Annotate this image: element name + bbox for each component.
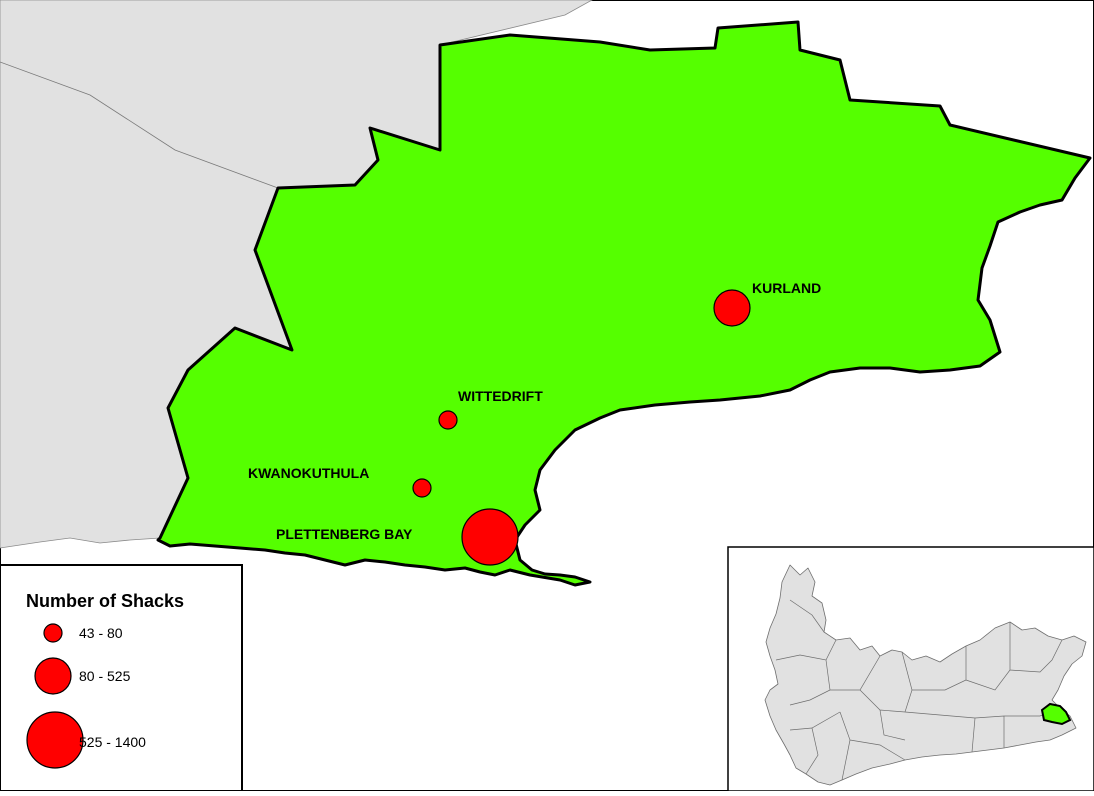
legend-label-large: 525 - 1400 xyxy=(79,734,146,750)
place-label-plettenberg-bay: PLETTENBERG BAY xyxy=(276,526,413,542)
legend-symbol-large xyxy=(26,711,84,769)
place-kurland[interactable]: KURLAND xyxy=(713,280,821,327)
bitou-municipality-region[interactable] xyxy=(156,20,1092,587)
inset-locator-map xyxy=(727,546,1094,792)
legend: Number of Shacks 43 - 80 80 - 525 525 - … xyxy=(0,564,243,792)
place-label-kwanokuthula: KWANOKUTHULA xyxy=(248,465,369,481)
place-marker-kurland[interactable] xyxy=(713,289,751,327)
legend-symbol-small xyxy=(43,623,63,643)
place-marker-kwanokuthula[interactable] xyxy=(412,478,432,498)
legend-label-medium: 80 - 525 xyxy=(79,668,131,684)
inset-bitou-highlight xyxy=(1040,702,1072,726)
inset-district-lines xyxy=(775,599,1063,781)
place-wittedrift[interactable]: WITTEDRIFT xyxy=(438,388,543,430)
district-boundary-line xyxy=(0,61,279,189)
inset-province-outline xyxy=(764,564,1087,786)
place-label-kurland: KURLAND xyxy=(752,280,821,296)
place-marker-wittedrift[interactable] xyxy=(438,410,458,430)
legend-title: Number of Shacks xyxy=(26,591,184,611)
place-kwanokuthula[interactable]: KWANOKUTHULA xyxy=(248,465,432,498)
legend-label-small: 43 - 80 xyxy=(79,625,123,641)
place-marker-plettenberg-bay[interactable] xyxy=(461,508,519,566)
legend-symbol-medium xyxy=(34,657,72,695)
place-plettenberg-bay[interactable]: PLETTENBERG BAY xyxy=(276,508,519,566)
place-label-wittedrift: WITTEDRIFT xyxy=(458,388,543,404)
